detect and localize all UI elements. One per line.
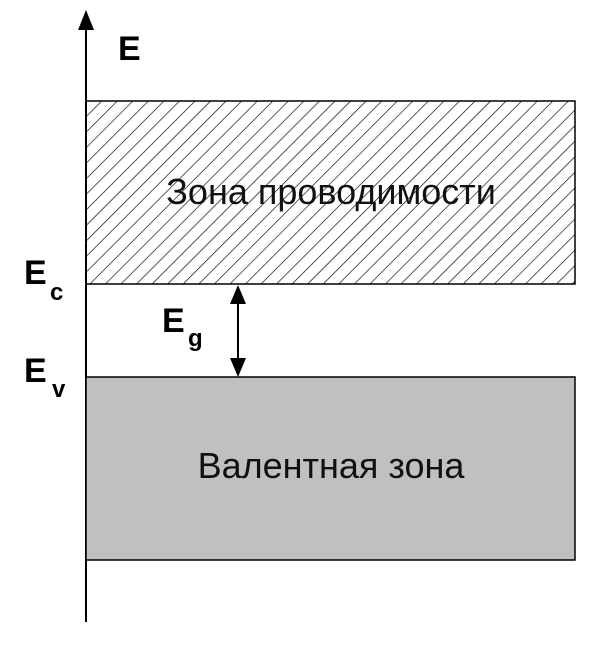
conduction-edge-label: E c <box>24 254 63 306</box>
valence-edge-subscript: v <box>52 376 66 403</box>
double-arrow-vertical-icon <box>230 285 246 377</box>
valence-edge-label: E v <box>24 352 66 403</box>
conduction-edge-subscript: c <box>50 279 63 306</box>
band-gap-label: E g <box>162 302 203 352</box>
valence-band-label: Валентная зона <box>198 445 466 486</box>
valence-edge-symbol: E <box>24 352 47 390</box>
conduction-band: Зона проводимости <box>85 100 576 285</box>
arrow-up-icon <box>78 10 94 30</box>
axis-title: E <box>118 30 141 68</box>
band-gap-subscript: g <box>188 325 203 352</box>
conduction-band-label: Зона проводимости <box>166 171 496 212</box>
band-gap-symbol: E <box>162 302 185 340</box>
conduction-edge-symbol: E <box>24 254 47 292</box>
valence-band: Валентная зона <box>85 376 576 561</box>
conduction-band-rect <box>85 100 576 285</box>
valence-band-rect <box>85 376 576 561</box>
